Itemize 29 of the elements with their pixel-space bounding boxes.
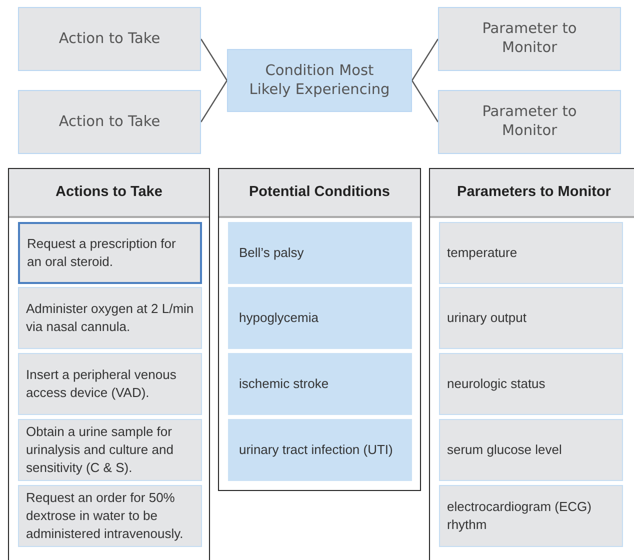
condition-box: Condition Most Likely Experiencing [227, 49, 412, 112]
option-card: Insert a peripheral venous access device (VAD). [18, 353, 202, 415]
option-card: neurologic status [439, 353, 623, 415]
option-card: serum glucose level [439, 419, 623, 481]
option-card: electrocardiogram (ECG) rhythm [439, 485, 623, 547]
answer-box: Parameter to Monitor [438, 90, 621, 154]
option-card: urinary output [439, 287, 623, 349]
option-card: temperature [439, 222, 623, 284]
option-card: ischemic stroke [228, 353, 412, 415]
option-card: Obtain a urine sample for urinalysis and culture and sensitivity (C & S). [18, 419, 202, 481]
answer-box: Parameter to Monitor [438, 7, 621, 71]
option-card: Administer oxygen at 2 L/min via nasal cannula. [18, 287, 202, 349]
column-panel [429, 168, 634, 560]
column-panel [218, 168, 421, 491]
answer-box: Action to Take [18, 7, 201, 71]
option-card: Request a prescription for an oral steroid. [18, 222, 202, 284]
option-card: Bell’s palsy [228, 222, 412, 284]
connector-line [412, 80, 438, 122]
connector-line [200, 38, 228, 81]
column-heading: Parameters to Monitor [456, 184, 612, 200]
answer-box: Action to Take [18, 90, 201, 154]
column-panel [8, 168, 210, 560]
option-card: urinary tract infection (UTI) [228, 419, 412, 481]
column-heading: Potential Conditions [248, 184, 391, 200]
column-heading: Actions to Take [54, 184, 164, 200]
connector-line [412, 38, 438, 81]
option-card: hypoglycemia [228, 287, 412, 349]
option-card: Request an order for 50% dextrose in water to be administered intravenously. [18, 485, 202, 547]
connector-line [200, 80, 228, 122]
